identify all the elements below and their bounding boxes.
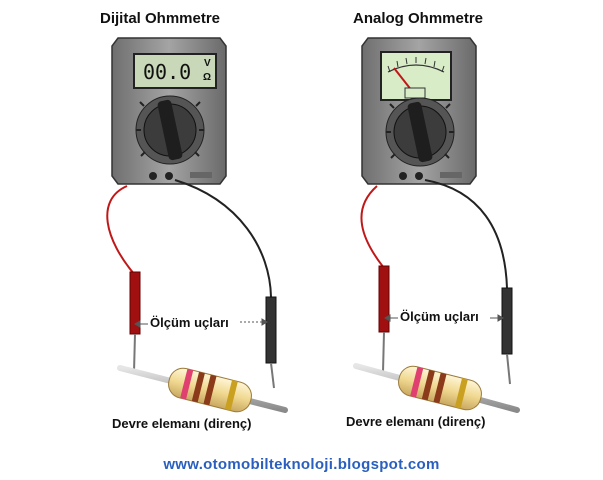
v-ohm-jack <box>415 172 423 180</box>
lcd-display <box>133 53 217 89</box>
digital-ohmmeter-title: Dijital Ohmmetre <box>100 10 221 27</box>
com-jack <box>399 172 407 180</box>
com-jack <box>149 172 157 180</box>
analog-ohmmeter-title: Analog Ohmmetre <box>353 10 484 27</box>
measurement-leads-label-left: Ölçüm uçları <box>148 315 231 330</box>
blog-url-link[interactable]: www.otomobilteknoloji.blogspot.com <box>163 456 440 473</box>
red-test-lead-wire <box>106 185 136 276</box>
resistor-left <box>117 365 288 413</box>
digital-display-value: 00.0 <box>143 60 192 84</box>
black-test-lead-wire <box>174 179 272 298</box>
red-test-lead-wire <box>360 185 385 269</box>
red-probe[interactable] <box>378 265 390 333</box>
display-unit-ohm: Ω <box>203 72 212 83</box>
circuit-element-label-left: Devre elemanı (direnç) <box>112 416 252 431</box>
digital-meter <box>111 37 227 185</box>
black-test-lead-wire <box>424 179 508 289</box>
black-probe[interactable] <box>265 296 277 364</box>
v-ohm-jack <box>165 172 173 180</box>
resistor-right <box>353 363 520 413</box>
display-unit-v: V <box>204 58 211 69</box>
function-selector-knob[interactable] <box>385 97 455 167</box>
function-selector-knob[interactable] <box>135 95 205 165</box>
analog-meter <box>361 37 477 185</box>
circuit-element-label-right: Devre elemanı (direnç) <box>346 414 486 429</box>
measurement-leads-label-right: Ölçüm uçları <box>398 309 481 324</box>
black-probe[interactable] <box>501 287 513 355</box>
